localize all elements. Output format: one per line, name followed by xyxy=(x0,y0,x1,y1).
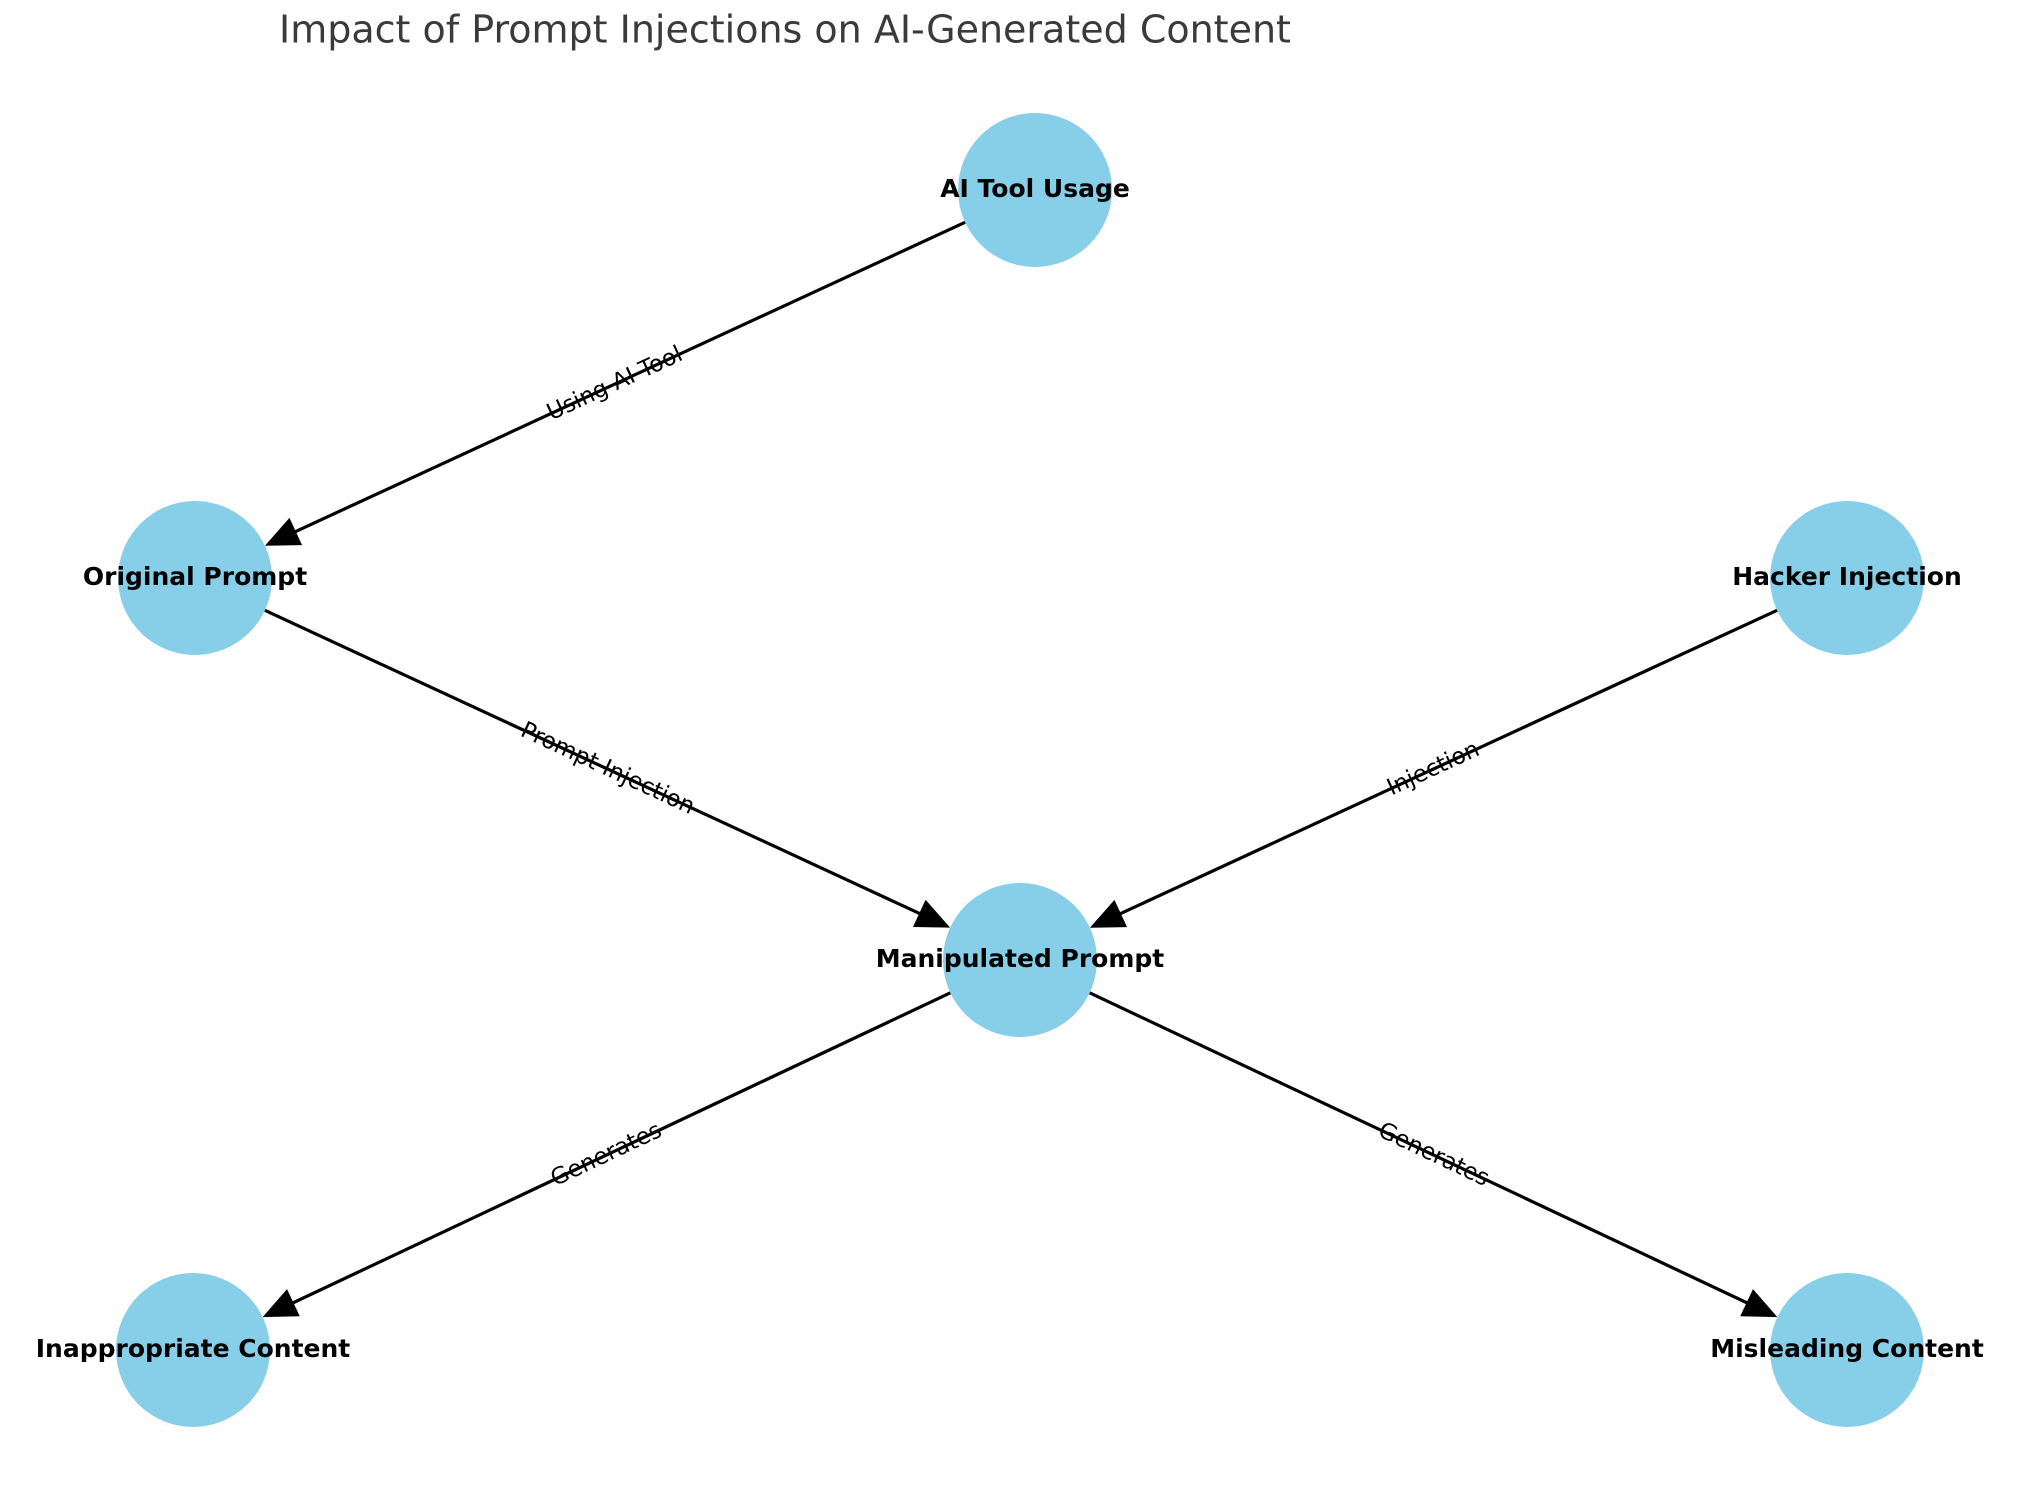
node-hacker_injection[interactable] xyxy=(1770,501,1924,655)
edge-line xyxy=(1088,991,1750,1305)
node-manipulated_prompt[interactable] xyxy=(943,883,1097,1037)
arrowhead-icon xyxy=(262,1289,300,1318)
edge-label: Generates xyxy=(1374,1117,1493,1191)
arrowhead-icon xyxy=(1089,899,1128,928)
node-label-misleading_content: Misleading Content xyxy=(1710,1334,1984,1363)
arrowhead-icon xyxy=(912,899,951,928)
edge-original_prompt-to-manipulated_prompt xyxy=(264,608,951,928)
edge-manipulated_prompt-to-inappropriate_content xyxy=(262,991,952,1318)
node-misleading_content[interactable] xyxy=(1770,1273,1924,1427)
edge-ai_tool_usage-to-original_prompt xyxy=(264,220,966,546)
node-original_prompt[interactable] xyxy=(118,501,272,655)
node-label-original_prompt: Original Prompt xyxy=(83,562,307,591)
edge-manipulated_prompt-to-misleading_content xyxy=(1088,991,1778,1318)
node-label-hacker_injection: Hacker Injection xyxy=(1732,562,1962,591)
nodes-layer xyxy=(116,113,1924,1427)
node-ai_tool_usage[interactable] xyxy=(958,113,1112,267)
node-inappropriate_content[interactable] xyxy=(116,1273,270,1427)
edge-line xyxy=(1118,608,1778,916)
edges-layer xyxy=(262,220,1778,1318)
edge-line xyxy=(290,991,952,1305)
edge-hacker_injection-to-manipulated_prompt xyxy=(1089,608,1778,928)
node-label-manipulated_prompt: Manipulated Prompt xyxy=(876,944,1165,973)
edge-label: Injection xyxy=(1383,736,1483,801)
edge-label: Generates xyxy=(547,1117,666,1191)
page-title: Impact of Prompt Injections on AI-Genera… xyxy=(279,8,1291,52)
node-label-ai_tool_usage: AI Tool Usage xyxy=(940,174,1130,203)
node-label-inappropriate_content: Inappropriate Content xyxy=(36,1334,351,1363)
edge-label: Using AI Tool xyxy=(543,341,687,426)
edge-line xyxy=(264,608,922,916)
arrowhead-icon xyxy=(1740,1289,1778,1318)
edge-label: Prompt Injection xyxy=(517,717,699,820)
edge-line xyxy=(293,220,966,534)
arrowhead-icon xyxy=(264,517,303,546)
